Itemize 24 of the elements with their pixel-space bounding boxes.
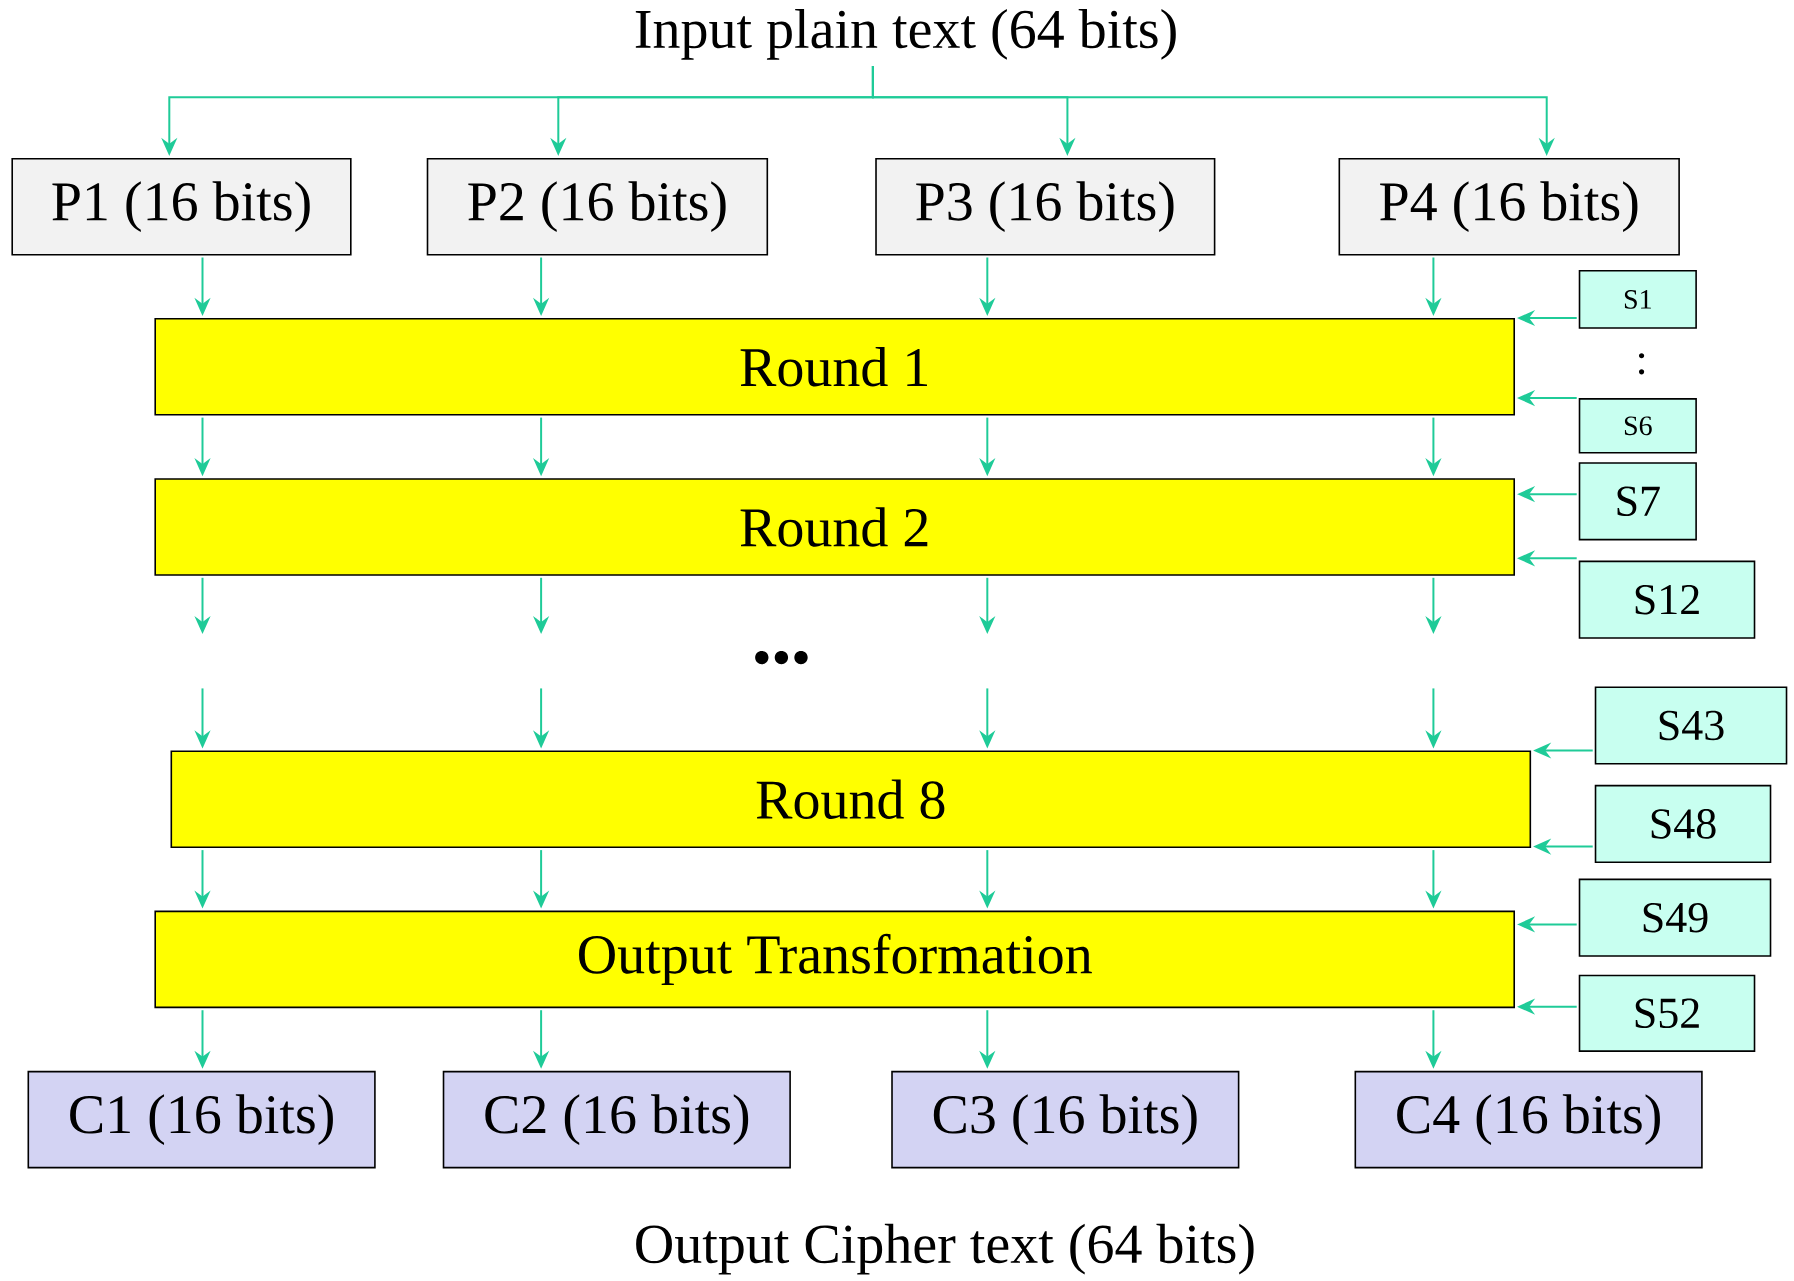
subkey-box: S48 xyxy=(1594,784,1772,863)
ciphertext-block: C4 (16 bits) xyxy=(1354,1070,1703,1169)
subkey-box: S1 xyxy=(1578,270,1697,329)
input-label: Input plain text (64 bits) xyxy=(635,8,1176,60)
subkey-box: S49 xyxy=(1578,878,1772,957)
round-box: Round 2 xyxy=(154,478,1515,576)
subkey-box: S6 xyxy=(1578,398,1697,454)
ciphertext-block: C1 (16 bits) xyxy=(27,1070,376,1169)
subkey-box: S12 xyxy=(1578,560,1756,639)
plaintext-block: P4 (16 bits) xyxy=(1338,157,1680,256)
colon-mark: : xyxy=(1639,353,1645,375)
ellipsis: ••• xyxy=(755,650,808,665)
subkey-box: S7 xyxy=(1578,462,1697,541)
subkey-box: S43 xyxy=(1594,686,1788,765)
ciphertext-block: C2 (16 bits) xyxy=(442,1070,791,1169)
ciphertext-block: C3 (16 bits) xyxy=(891,1070,1240,1169)
plaintext-block: P2 (16 bits) xyxy=(426,157,769,256)
round-box: Output Transformation xyxy=(154,910,1515,1009)
round-box: Round 8 xyxy=(170,750,1532,849)
output-label: Output Cipher text (64 bits) xyxy=(636,1223,1254,1275)
subkey-box: S52 xyxy=(1578,974,1756,1052)
round-box: Round 1 xyxy=(154,318,1515,416)
plaintext-block: P1 (16 bits) xyxy=(11,157,352,256)
plaintext-block: P3 (16 bits) xyxy=(875,157,1216,256)
